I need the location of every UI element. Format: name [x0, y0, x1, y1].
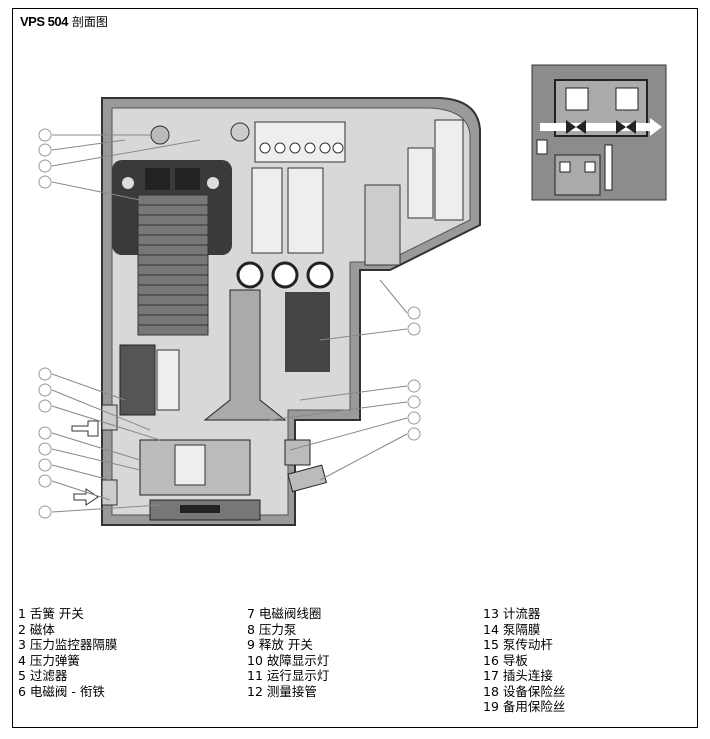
outlet-arrow-icon: [71, 420, 99, 437]
legend-item: 5 过滤器: [18, 668, 68, 683]
inset-schematic: [531, 64, 667, 201]
model-name: VPS 504: [20, 14, 68, 29]
callout-markers: [38, 128, 421, 519]
legend-item: 9 释放 开关: [247, 637, 313, 652]
legend-item: 11 运行显示灯: [247, 668, 330, 683]
solenoid-coil: [119, 344, 156, 416]
pump-body: [203, 289, 287, 421]
legend-item: 2 磁体: [18, 621, 55, 637]
title-subtitle: 剖面图: [71, 15, 108, 29]
legend-item: 3 压力监控器隔膜: [18, 637, 118, 652]
legend-item: 6 电磁阀 - 衔铁: [18, 683, 105, 699]
terminal-block: [254, 121, 346, 163]
legend-item: 10 故障显示灯: [247, 652, 330, 668]
legend-item: 14 泵隔膜: [483, 621, 541, 637]
legend-col-2: 7 电磁阀线圈 8 压力泵 9 释放 开关 10 故障显示灯 11 运行显示灯 …: [247, 606, 329, 699]
legend-item: 8 压力泵: [247, 621, 297, 637]
legend-item: 19 备用保险丝: [483, 699, 566, 714]
cross-section-diagram: [38, 64, 667, 526]
legend-item: 7 电磁阀线圈: [247, 606, 322, 621]
legend-item: 18 设备保险丝: [483, 683, 566, 699]
legend-item: 4 压力弹簧: [18, 652, 80, 668]
legend-col-3: 13 计流器 14 泵隔膜 15 泵传动杆 16 导板 17 插头连接 18 设…: [483, 606, 565, 715]
legend-item: 1 舌簧 开关: [18, 606, 84, 621]
legend-item: 16 导板: [483, 652, 528, 668]
legend-item: 13 计流器: [483, 606, 541, 621]
legend-item: 17 插头连接: [483, 668, 553, 683]
inlet-arrow-icon: [73, 488, 99, 506]
legend-item: 15 泵传动杆: [483, 637, 553, 652]
document-frame: [12, 8, 698, 728]
legend-item: 12 测量接管: [247, 683, 317, 699]
legend-col-1: 1 舌簧 开关 2 磁体 3 压力监控器隔膜 4 压力弹簧 5 过滤器 6 电磁…: [18, 606, 117, 699]
